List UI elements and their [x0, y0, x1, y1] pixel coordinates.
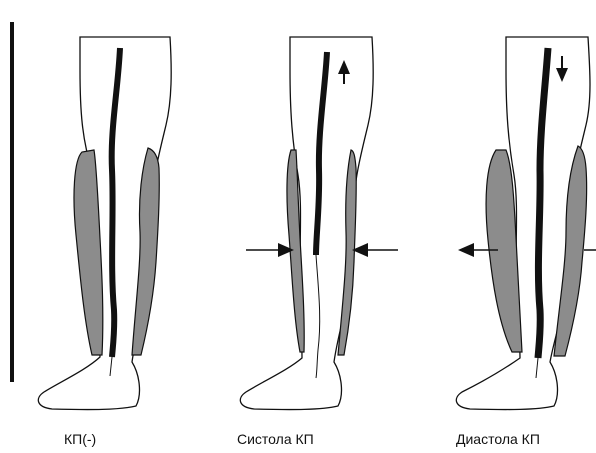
left-vertical-bar: [10, 22, 14, 382]
caption-systole: Систола КП: [237, 431, 314, 447]
vein: [112, 48, 120, 357]
calf-muscle-front: [132, 148, 159, 355]
calf-muscle-front: [338, 150, 356, 355]
caption-diastole: Диастола КП: [456, 431, 540, 447]
vein: [538, 48, 548, 358]
calf-muscle-back: [486, 150, 522, 352]
vein-tail: [110, 357, 112, 376]
vein: [316, 52, 327, 255]
arrow-up-icon: [338, 60, 350, 84]
calf-muscle-back: [74, 150, 103, 355]
panel-diastole: [456, 37, 596, 410]
panel-rest: [38, 37, 171, 410]
arrow-right-icon: [246, 243, 294, 257]
vein-tail: [536, 358, 538, 378]
arrow-down-icon: [556, 56, 568, 82]
caption-rest: КП(-): [64, 431, 96, 447]
panel-systole: [240, 37, 398, 410]
arrow-left-icon: [352, 243, 398, 257]
calf-muscle-front: [554, 146, 587, 356]
vein-collapsed: [316, 255, 320, 378]
